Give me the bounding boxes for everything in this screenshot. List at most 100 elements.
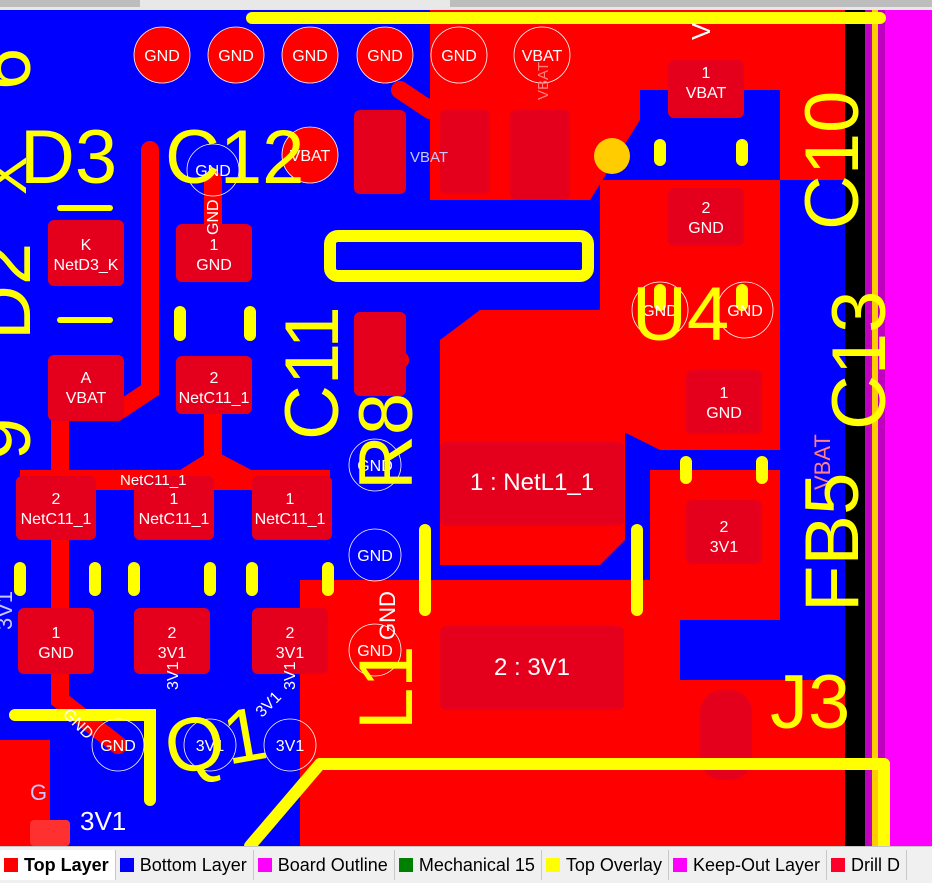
pad-c12-2 xyxy=(176,356,252,414)
pad-partial xyxy=(30,820,70,846)
net-label-netc11: NetC11_1 xyxy=(120,472,186,489)
scrollbar-track-right[interactable] xyxy=(450,0,932,7)
scrollbar-track-left[interactable] xyxy=(0,0,140,7)
net-label-g-left: G xyxy=(30,780,47,805)
via-label-1: GND xyxy=(218,48,254,65)
pad-r8-top xyxy=(354,110,406,194)
tab-top-layer[interactable]: Top Layer xyxy=(0,850,116,880)
designator-c10: C10 xyxy=(790,91,875,230)
tab-keep-out-layer[interactable]: Keep-Out Layer xyxy=(669,850,828,880)
designator-fb5: FB5 xyxy=(790,473,875,612)
pad-label-c10-2-1: 2 xyxy=(702,200,711,217)
pad-label-r-2-2: 3V1 xyxy=(158,645,187,662)
pad-label-l1-2: 2 : 3V1 xyxy=(494,654,570,681)
designator-u4: U4 xyxy=(632,272,729,357)
designator-r8: R8 xyxy=(344,393,429,490)
tab-top-overlay[interactable]: Top Overlay xyxy=(542,850,669,880)
pad-label-d3-a-2: VBAT xyxy=(66,390,107,407)
pad-label-c11-c-1: 1 xyxy=(286,491,295,508)
pad-r-3 xyxy=(252,608,328,674)
designator-j3: J3 xyxy=(770,660,850,745)
pad-r-2 xyxy=(134,608,210,674)
mechanical-swatch xyxy=(398,858,413,872)
board-outline-swatch xyxy=(257,858,272,872)
fiducial-dot xyxy=(594,138,630,174)
via-label-11: GND xyxy=(357,548,393,565)
tab-label: Keep-Out Layer xyxy=(692,854,821,875)
smd-pads xyxy=(16,60,762,846)
pad-label-c11-b-2: NetC11_1 xyxy=(139,511,210,528)
bottom-layer-swatch xyxy=(119,858,134,872)
tab-drill[interactable]: Drill D xyxy=(827,850,908,880)
via-label-12: GND xyxy=(357,643,393,660)
net-label-vbat: VBAT xyxy=(410,149,448,166)
pad-label-c13-2-2: 3V1 xyxy=(710,539,739,556)
designators: D3 C12 C10 U4 C13 C11 R8 L1 FB5 J3 Q1 D2… xyxy=(0,48,902,792)
pad-u-1 xyxy=(440,110,490,194)
pad-label-r-1-2: GND xyxy=(38,645,74,662)
keepout-swatch xyxy=(672,858,687,872)
via-label-7: GND xyxy=(195,163,231,180)
pad-label-r-3-2: 3V1 xyxy=(276,645,305,662)
via-label-14: 3V1 xyxy=(276,738,305,755)
net-label-fb5-vbat: VBAT xyxy=(810,434,835,490)
designator-c11: C11 xyxy=(270,306,355,440)
tab-label: Top Layer xyxy=(24,854,109,875)
via-label-8: GND xyxy=(642,303,678,320)
pad-c11-c xyxy=(252,476,332,540)
pad-l1-2 xyxy=(440,626,624,710)
tab-label: Mechanical 15 xyxy=(418,854,535,875)
via-label-6: VBAT xyxy=(290,148,331,165)
horizontal-scrollbar[interactable] xyxy=(0,0,932,10)
tab-bottom-layer[interactable]: Bottom Layer xyxy=(116,850,254,880)
tab-label: Drill D xyxy=(851,854,901,875)
3v1-pour xyxy=(300,580,845,846)
tab-mechanical-15[interactable]: Mechanical 15 xyxy=(395,850,542,880)
board-outline-strip xyxy=(885,10,932,846)
rotated-net-labels: VBAT VBAT GND GND 3V1 3V1 3V1 3V1 GND VB… xyxy=(0,22,835,805)
pad-c12-1 xyxy=(176,224,252,282)
pad-u-2 xyxy=(510,110,570,200)
pad-label-d3-a-1: A xyxy=(81,370,92,387)
pad-label-r-1-1: 1 xyxy=(52,625,61,642)
designator-x-partial: X xyxy=(0,156,39,195)
tab-label: Bottom Layer xyxy=(139,854,247,875)
pad-c10-1 xyxy=(668,60,744,118)
designator-d3: D3 xyxy=(20,115,117,200)
pad-r8-bot xyxy=(354,312,406,396)
pad-label-c13-2-1: 2 xyxy=(720,519,729,536)
layer-tab-bar: Top Layer Bottom Layer Board Outline Mec… xyxy=(0,846,932,883)
via-label-5: VBAT xyxy=(522,48,563,65)
net-label-v-top: V xyxy=(686,22,716,40)
pad-label-c13-1-1: 1 xyxy=(720,385,729,402)
tab-board-outline[interactable]: Board Outline xyxy=(254,850,395,880)
net-label-3v1-bottom: 3V1 xyxy=(80,806,126,836)
pad-label-c11-a-1: 2 xyxy=(52,491,61,508)
pcb-view[interactable]: K NetD3_K A VBAT 1 GND 2 NetC11_1 1 VBAT… xyxy=(0,0,932,846)
tab-label: Top Overlay xyxy=(565,854,662,875)
designator-d9-partial: 9 xyxy=(0,418,47,460)
silkscreen-outlines xyxy=(9,12,890,846)
pad-label-c11-c-2: NetC11_1 xyxy=(255,511,326,528)
via-label-10: GND xyxy=(357,458,393,475)
pad-l1-1 xyxy=(440,442,624,526)
via-label-0: GND xyxy=(144,48,180,65)
via-label-13: 3V1 xyxy=(196,738,225,755)
overlay-edge-line xyxy=(872,10,878,846)
pad-label-c10-2-2: GND xyxy=(688,220,724,237)
pad-d3-k xyxy=(48,220,124,286)
via-label-gnd-bottom: GND xyxy=(100,738,136,755)
pad-label-r-3-1: 2 xyxy=(286,625,295,642)
pad-c13-1 xyxy=(686,370,762,434)
top-layer-swatch xyxy=(4,858,18,872)
designator-d6-partial: 6 xyxy=(0,48,47,90)
left-pour xyxy=(0,740,50,846)
vbat-pour xyxy=(135,10,845,200)
designator-c12: C12 xyxy=(165,115,304,200)
pad-label-c10-1-2: VBAT xyxy=(686,85,727,102)
via-label-3: GND xyxy=(367,48,403,65)
pad-c11-a xyxy=(16,476,96,540)
designator-l1: L1 xyxy=(344,645,429,730)
net-label-3v1-left: 3V1 xyxy=(0,591,17,630)
